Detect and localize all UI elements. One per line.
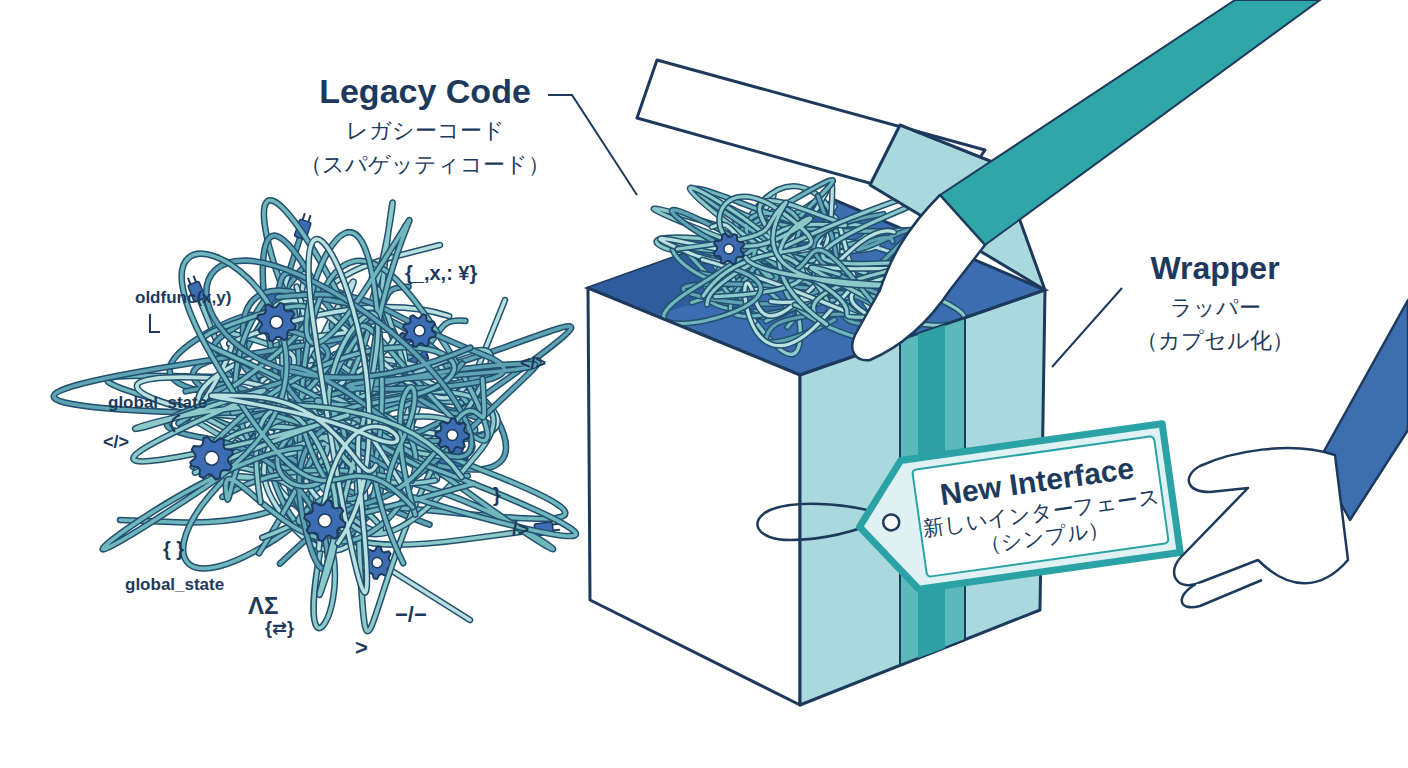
gear-hole: [318, 514, 331, 527]
gear: [403, 314, 436, 347]
wire: [703, 197, 826, 325]
tag-hole: [882, 513, 900, 531]
callout-text: （スパゲッティコード）: [290, 152, 560, 177]
callout-title: Legacy Code: [300, 72, 550, 111]
gear: [257, 303, 296, 342]
callout-title: Wrapper: [1125, 250, 1305, 287]
hand-finger: [1182, 580, 1262, 607]
callout-text: レガシーコード: [300, 118, 550, 143]
code-bracket: [171, 415, 180, 432]
gear-hole: [724, 244, 734, 254]
gear: [304, 500, 345, 541]
gear-hole: [447, 430, 458, 441]
wire-outline: [103, 254, 413, 550]
code-fragment: global_state: [108, 393, 207, 413]
gear-hole: [270, 316, 283, 329]
leader-line: [1052, 288, 1122, 367]
code-fragment: {⇄}: [265, 618, 294, 639]
hand: [852, 195, 985, 360]
gear: [436, 418, 470, 452]
wire-outline: [211, 395, 397, 549]
wire-outline: [703, 197, 826, 325]
code-fragment: >: [355, 635, 368, 660]
code-fragment: />: [512, 518, 529, 541]
code-fragment: </>: [520, 353, 546, 374]
gear-hole: [205, 451, 219, 465]
leader-line: [548, 95, 637, 195]
code-fragment: global_state: [125, 575, 224, 595]
gear-hole: [414, 325, 425, 336]
code-fragment: oldfunc(x,y): [135, 288, 231, 308]
wire: [103, 254, 413, 550]
code-fragment: ΛΣ: [248, 592, 278, 620]
hand-sleeve: [1318, 300, 1408, 520]
tag-shape: [851, 424, 1180, 596]
wire: [211, 395, 397, 549]
code-bracket: [150, 314, 160, 332]
box-left-face: [588, 288, 800, 705]
gear: [714, 234, 745, 265]
code-fragment: }: [493, 484, 501, 507]
code-fragment: {_,x,: ¥}: [405, 262, 477, 285]
callout-text: ラッパー: [1125, 295, 1305, 320]
callout-text: （カプセル化）: [1105, 328, 1325, 353]
hand: [1174, 448, 1348, 585]
gear-hole: [372, 557, 382, 567]
code-fragment: </>: [103, 432, 129, 453]
code-fragment: −/−: [395, 602, 427, 627]
gear: [190, 437, 233, 480]
arm-sleeve: [940, 0, 1320, 245]
spaghetti-tangle: [54, 200, 576, 631]
tag-panel: [912, 436, 1169, 577]
code-fragment: { }: [163, 538, 184, 561]
